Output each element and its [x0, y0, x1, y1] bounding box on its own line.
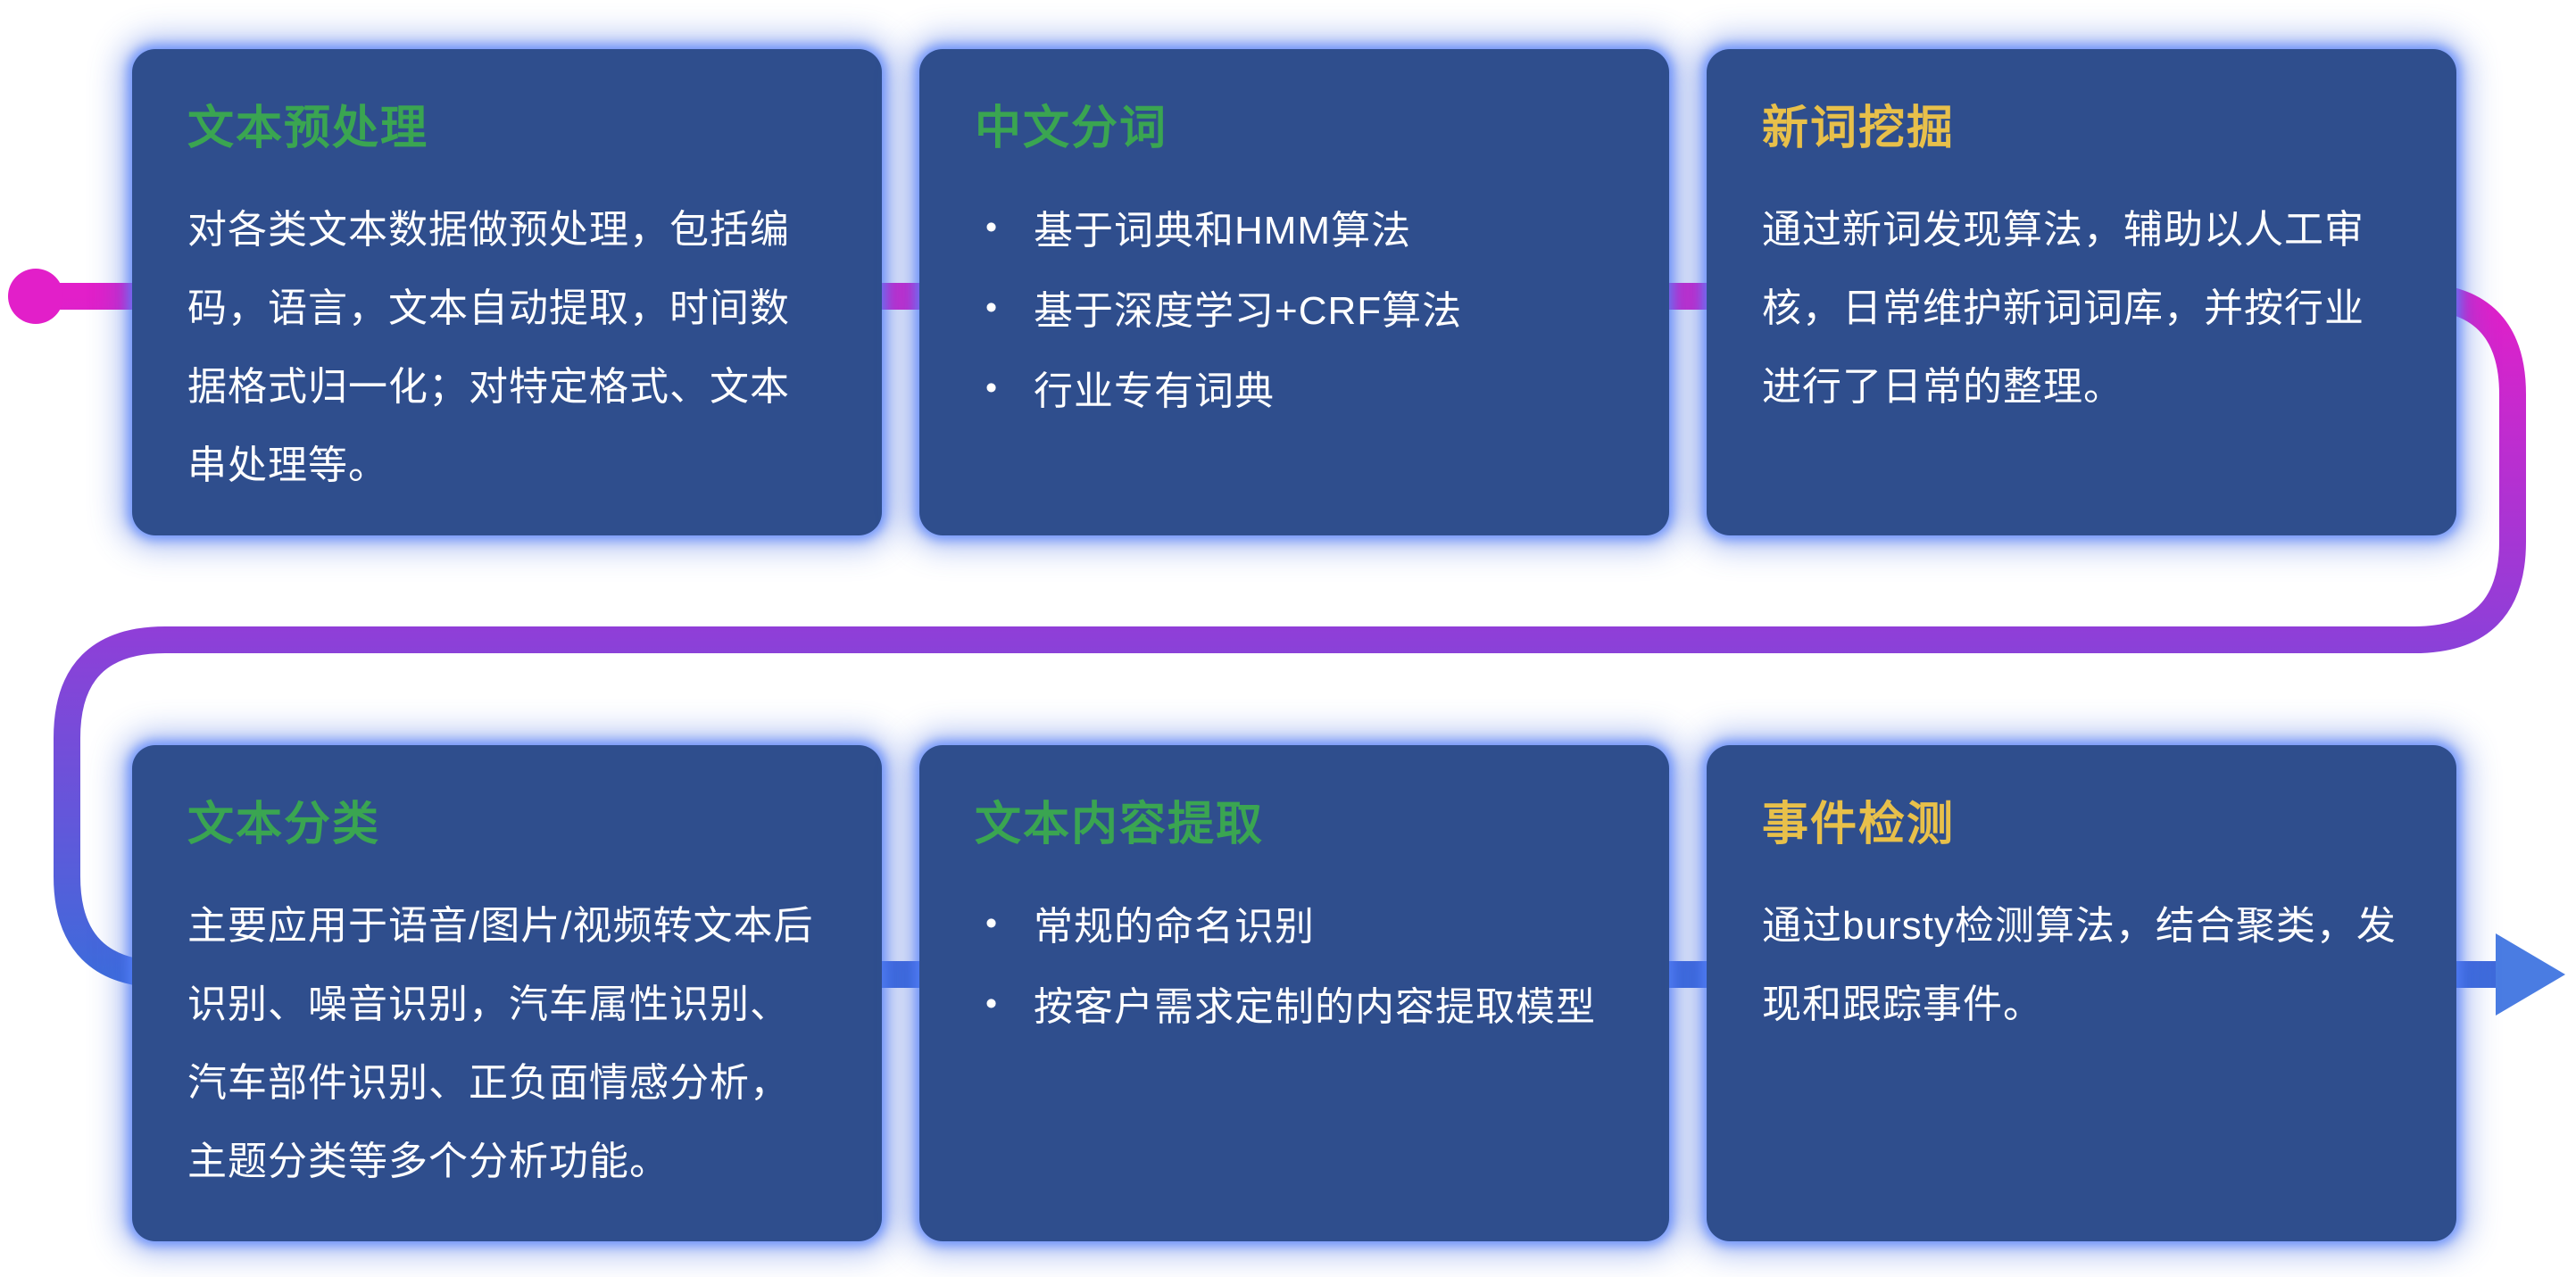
flow-start-dot-icon [8, 269, 63, 324]
bullet-item: 常规的命名识别 [975, 887, 1614, 967]
card-content-extraction: 文本内容提取 常规的命名识别 按客户需求定制的内容提取模型 [919, 745, 1669, 1241]
card-title: 文本内容提取 [975, 799, 1265, 850]
bullet-item: 基于词典和HMM算法 [975, 191, 1614, 271]
card-title: 新词挖掘 [1762, 103, 1956, 154]
card-new-word-mining: 新词挖掘 通过新词发现算法，辅助以人工审核，日常维护新词词库，并按行业进行了日常… [1707, 49, 2456, 535]
flow-arrow-icon [2496, 933, 2565, 1016]
bullet-list: 常规的命名识别 按客户需求定制的内容提取模型 [975, 887, 1614, 1048]
card-text-preprocessing: 文本预处理 对各类文本数据做预处理，包括编码，语言，文本自动提取，时间数据格式归… [132, 49, 882, 535]
card-text-classification: 文本分类 主要应用于语音/图片/视频转文本后识别、噪音识别，汽车属性识别、汽车部… [132, 745, 882, 1241]
card-paragraph: 主要应用于语音/图片/视频转文本后识别、噪音识别，汽车属性识别、汽车部件识别、正… [187, 904, 814, 1183]
card-paragraph: 对各类文本数据做预处理，包括编码，语言，文本自动提取，时间数据格式归一化；对特定… [187, 208, 790, 487]
card-title: 事件检测 [1762, 799, 1956, 850]
card-paragraph: 通过新词发现算法，辅助以人工审核，日常维护新词词库，并按行业进行了日常的整理。 [1762, 208, 2364, 409]
card-title: 文本预处理 [187, 103, 429, 154]
card-word-segmentation: 中文分词 基于词典和HMM算法 基于深度学习+CRF算法 行业专有词典 [919, 49, 1669, 535]
card-title: 文本分类 [187, 799, 381, 850]
card-event-detection: 事件检测 通过bursty检测算法，结合聚类，发现和跟踪事件。 [1707, 745, 2456, 1241]
bullet-item: 基于深度学习+CRF算法 [975, 271, 1614, 352]
card-paragraph: 通过bursty检测算法，结合聚类，发现和跟踪事件。 [1762, 904, 2397, 1026]
card-title: 中文分词 [975, 103, 1168, 154]
bullet-list: 基于词典和HMM算法 基于深度学习+CRF算法 行业专有词典 [975, 191, 1614, 433]
bullet-item: 行业专有词典 [975, 352, 1614, 432]
bullet-item: 按客户需求定制的内容提取模型 [975, 967, 1614, 1048]
